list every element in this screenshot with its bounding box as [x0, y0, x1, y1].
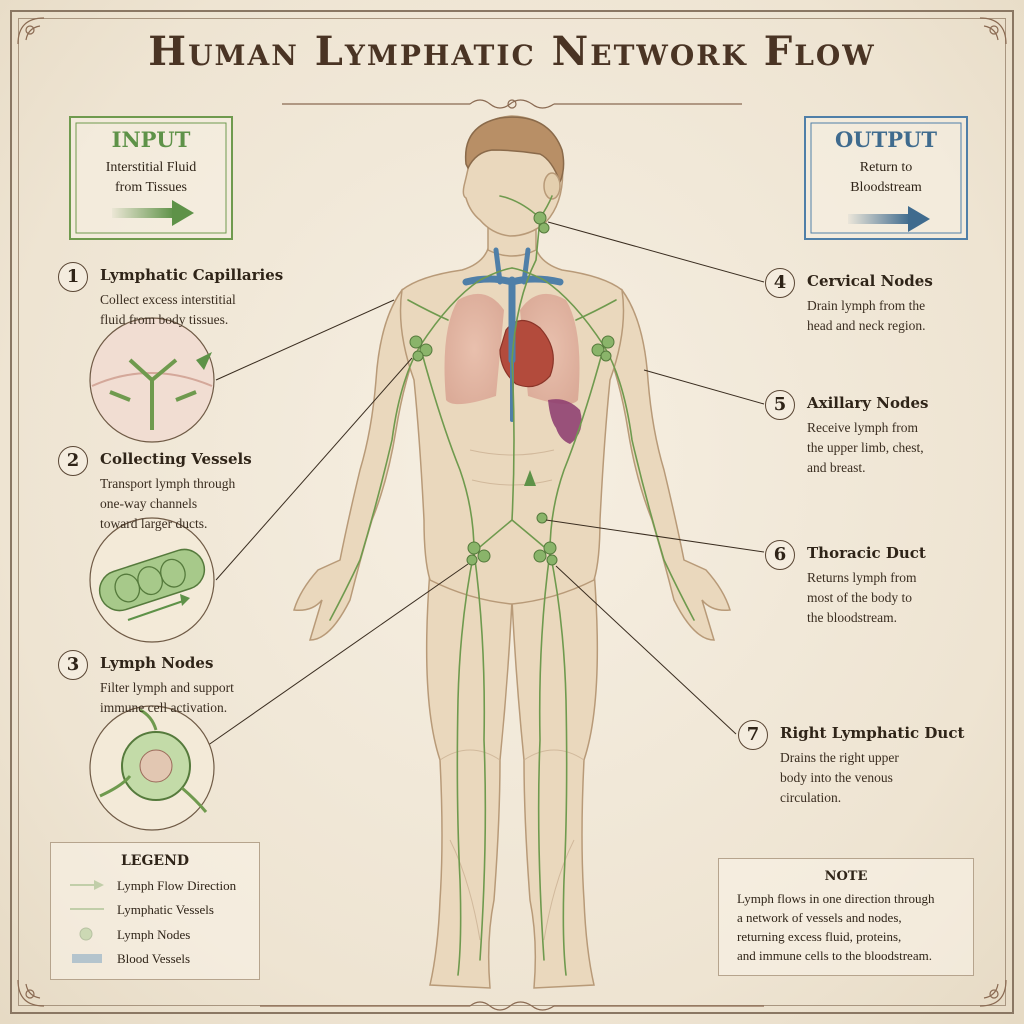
step-title: Cervical Nodes — [807, 272, 933, 290]
note-line: a network of vessels and nodes, — [737, 910, 902, 925]
inset-collecting-vessel-icon — [89, 517, 215, 643]
inset-lymph-node-icon — [89, 705, 215, 831]
step-description: Filter lymph and support immune cell act… — [100, 678, 270, 718]
muscle-lines — [439, 449, 585, 941]
step-line: fluid from body tissues. — [100, 312, 229, 327]
step-line: body into the venous — [780, 770, 893, 785]
step-title: Right Lymphatic Duct — [780, 724, 965, 742]
page-title: Human Lymphatic Network Flow — [148, 28, 876, 75]
output-line-2: Bloodstream — [850, 180, 922, 195]
step-description: Returns lymph from most of the body to t… — [807, 568, 977, 628]
note-line: and immune cells to the bloodstream. — [737, 948, 932, 963]
step-line: Returns lymph from — [807, 570, 917, 585]
corner-ornaments — [17, 17, 1007, 1007]
note-line: Lymph flows in one direction through — [737, 891, 935, 906]
step-line: immune cell activation. — [100, 700, 228, 715]
legend-item-lymph-nodes: Lymph Nodes — [69, 927, 259, 947]
note-box: NOTE Lymph flows in one direction throug… — [718, 858, 974, 976]
step-number: 6 — [765, 540, 795, 570]
leader-lines — [203, 221, 765, 749]
output-line-1: Return to — [859, 160, 913, 175]
inset-capillaries-icon — [89, 317, 215, 443]
step-title: Lymphatic Capillaries — [100, 266, 284, 284]
bottom-flourish — [260, 1001, 764, 1011]
step-line: Drains the right upper — [780, 750, 899, 765]
step-line: most of the body to — [807, 590, 912, 605]
input-line-2: from Tissues — [115, 180, 187, 195]
step-description: Drain lymph from the head and neck regio… — [807, 296, 977, 336]
step-description: Transport lymph through one-way channels… — [100, 474, 270, 534]
note-title: NOTE — [824, 869, 868, 884]
lymph-nodes — [409, 211, 615, 566]
input-arrow-icon — [112, 208, 174, 218]
step-number: 1 — [58, 262, 88, 292]
step-number: 4 — [765, 268, 795, 298]
input-box: INPUT Interstitial Fluid from Tissues — [70, 117, 232, 198]
step-description: Drains the right upper body into the ven… — [780, 748, 950, 808]
legend-item-blood-vessels: Blood Vessels — [69, 951, 259, 971]
step-line: the upper limb, chest, — [807, 440, 924, 455]
input-text: Interstitial Fluid from Tissues — [70, 158, 232, 198]
step-line: head and neck region. — [807, 318, 926, 333]
output-box: OUTPUT Return to Bloodstream — [805, 117, 967, 198]
output-arrow-icon — [848, 214, 910, 224]
step-number: 5 — [765, 390, 795, 420]
step-title: Lymph Nodes — [100, 654, 214, 672]
step-number: 2 — [58, 446, 88, 476]
input-title: INPUT — [111, 127, 191, 152]
output-title: OUTPUT — [835, 127, 937, 152]
step-line: toward larger ducts. — [100, 516, 208, 531]
legend-box: LEGEND Lymph Flow Direction Lymphatic Ve… — [50, 842, 260, 980]
step-line: Filter lymph and support — [100, 680, 234, 695]
title-flourish — [282, 99, 742, 109]
legend-label: Lymph Flow Direction — [117, 878, 237, 893]
step-line: and breast. — [807, 460, 866, 475]
legend-item-lymphatic-vessels: Lymphatic Vessels — [69, 902, 259, 922]
legend-label: Lymph Nodes — [117, 927, 191, 942]
outer-border — [10, 10, 1014, 1014]
step-line: Receive lymph from — [807, 420, 918, 435]
note-text: Lymph flows in one direction through a n… — [737, 889, 963, 965]
step-line: Collect excess interstitial — [100, 292, 236, 307]
step-line: circulation. — [780, 790, 842, 805]
step-line: the bloodstream. — [807, 610, 897, 625]
step-title: Axillary Nodes — [807, 394, 929, 412]
step-number: 3 — [58, 650, 88, 680]
step-line: Transport lymph through — [100, 476, 236, 491]
note-line: returning excess fluid, proteins, — [737, 929, 902, 944]
legend-label: Blood Vessels — [117, 951, 191, 966]
kidney — [548, 399, 582, 444]
step-title: Thoracic Duct — [807, 544, 926, 562]
step-number: 7 — [738, 720, 768, 750]
step-description: Collect excess interstitial fluid from b… — [100, 290, 270, 330]
legend-title: LEGEND — [120, 853, 190, 869]
step-description: Receive lymph from the upper limb, chest… — [807, 418, 977, 478]
inner-border — [18, 18, 1006, 1006]
input-line-1: Interstitial Fluid — [105, 160, 197, 175]
human-figure — [293, 115, 731, 989]
step-title: Collecting Vessels — [100, 450, 252, 468]
step-line: one-way channels — [100, 496, 198, 511]
output-text: Return to Bloodstream — [805, 158, 967, 198]
legend-label: Lymphatic Vessels — [117, 902, 214, 917]
legend-item-flow-direction: Lymph Flow Direction — [69, 878, 259, 898]
step-line: Drain lymph from the — [807, 298, 926, 313]
flow-arrow-icon — [524, 470, 536, 486]
